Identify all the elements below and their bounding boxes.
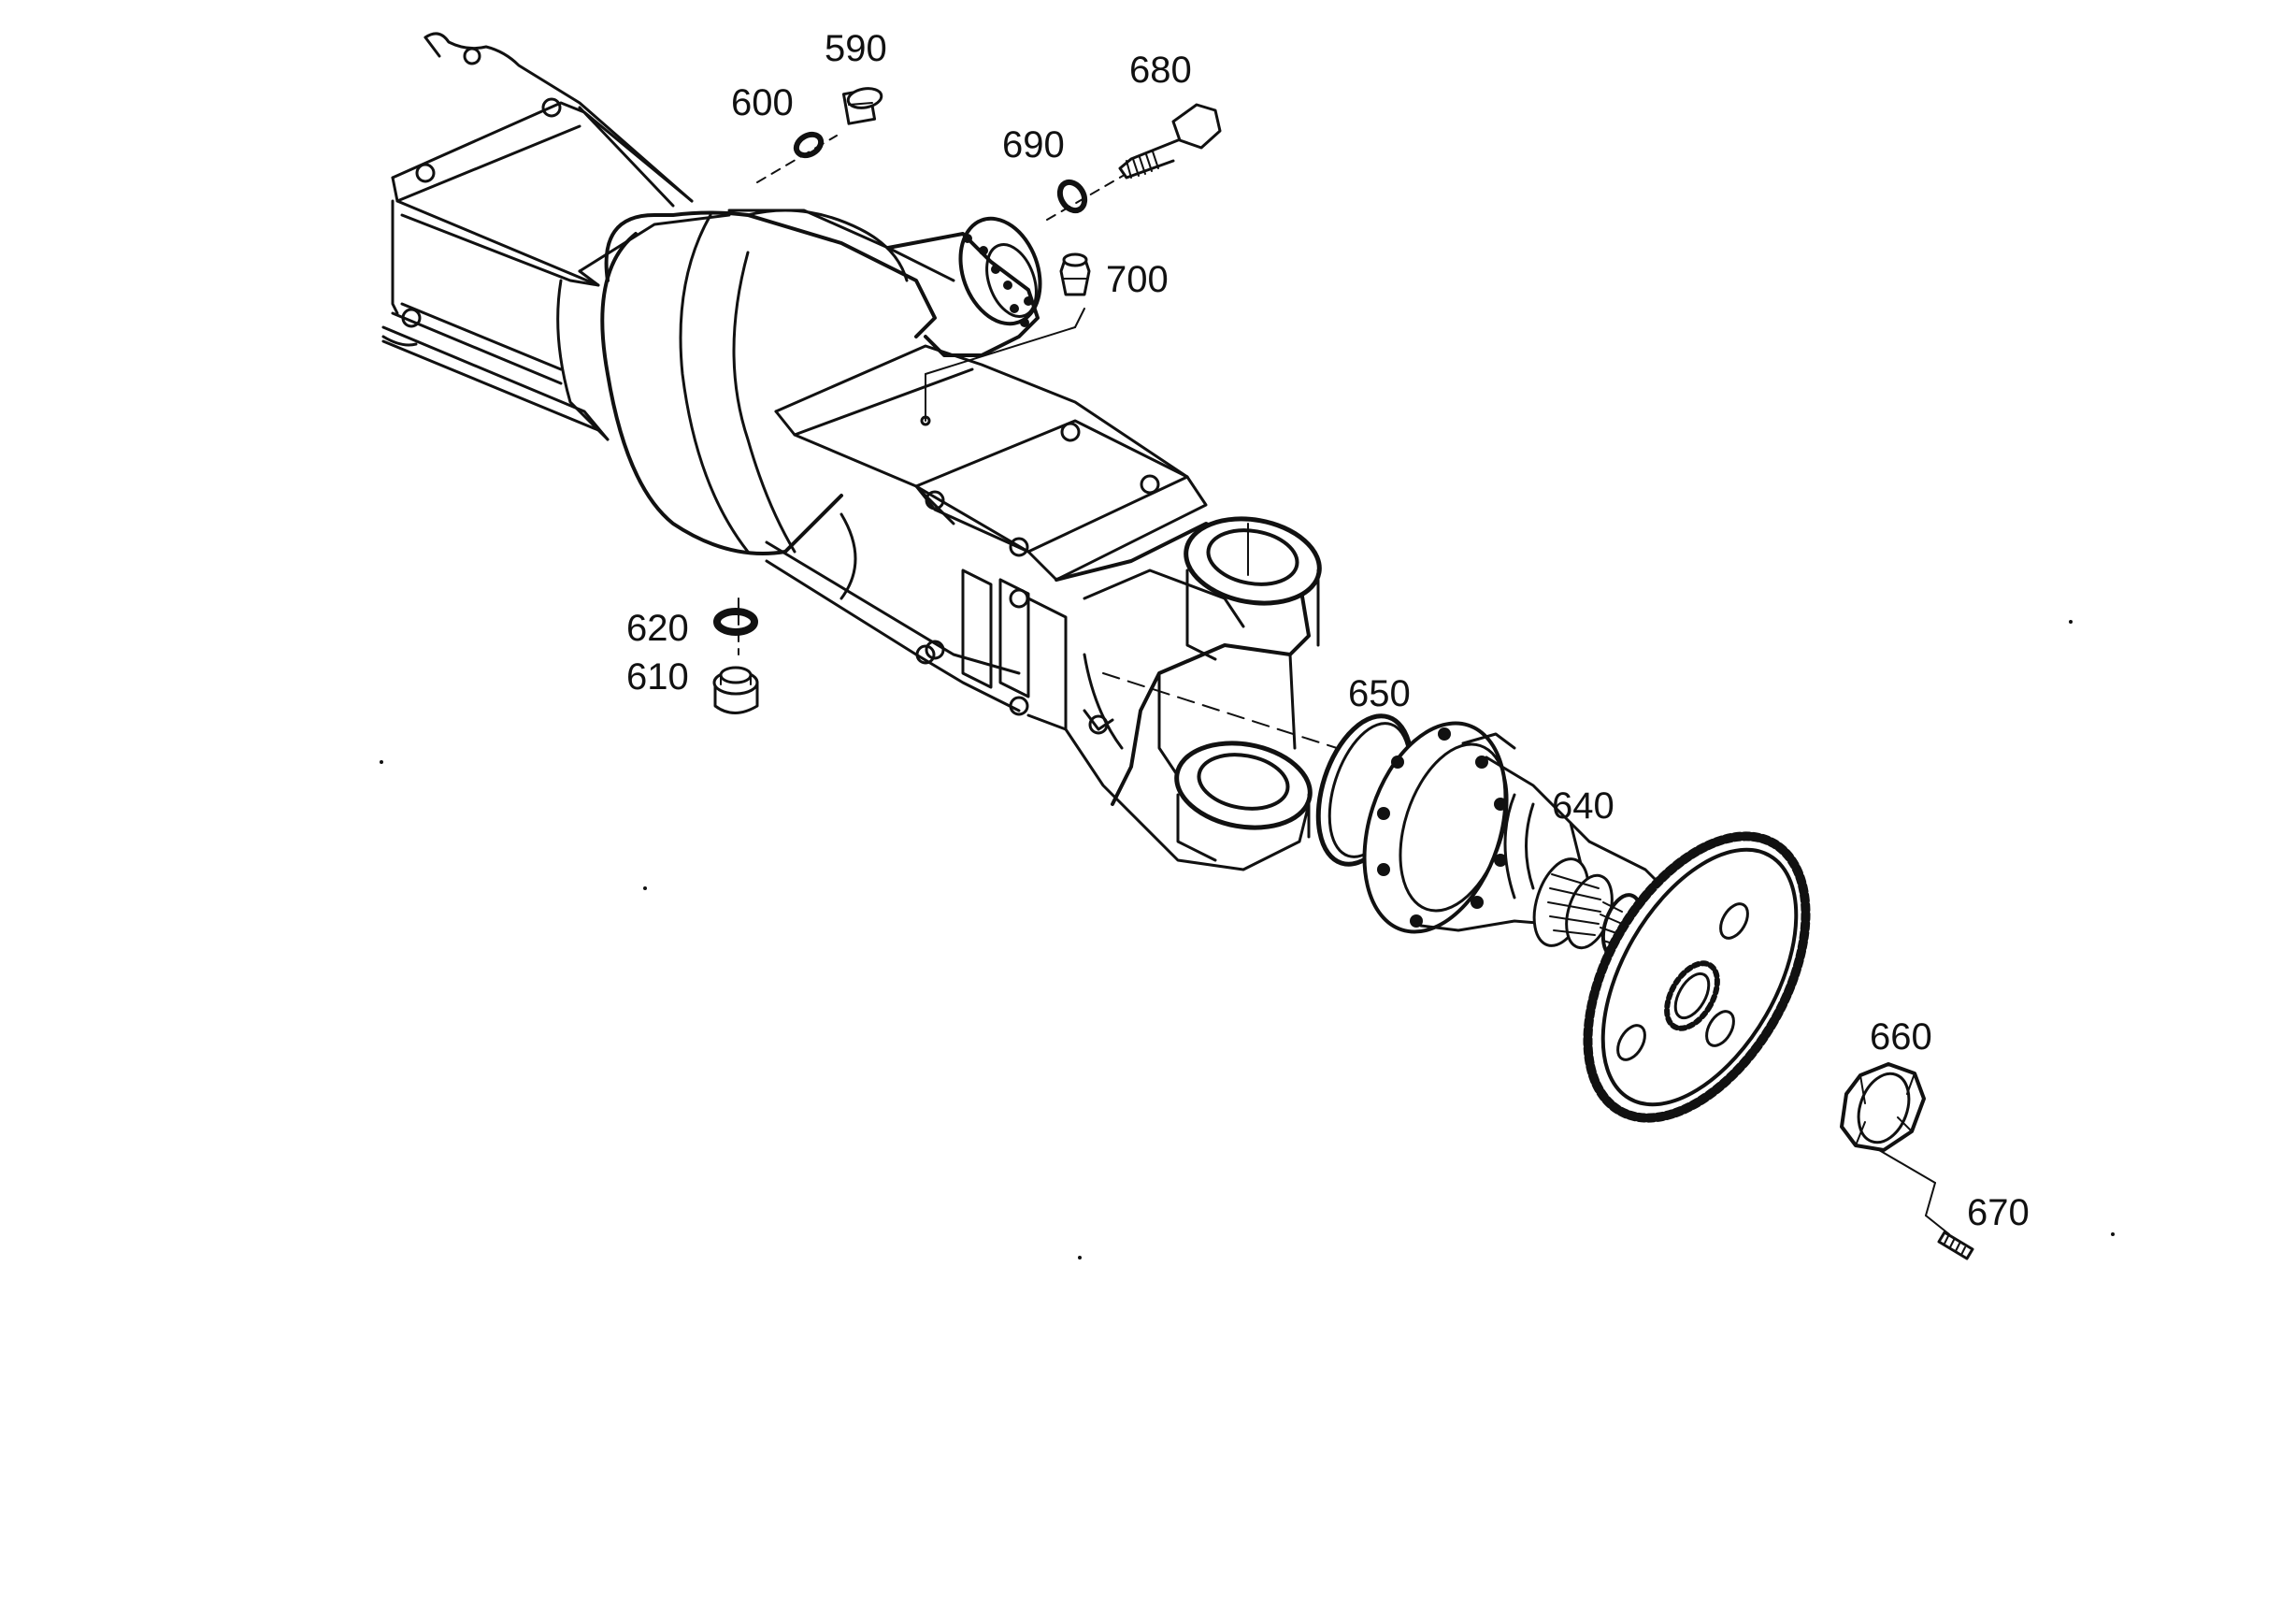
callouts: 590 600 680 690 700 620 610 650 640 660 … (626, 28, 2030, 1233)
scan-marks (380, 620, 2115, 1259)
callout-700: 700 (1106, 259, 1169, 300)
callout-640: 640 (1552, 785, 1614, 827)
callout-670: 670 (1967, 1192, 2030, 1233)
part-690-washer (1056, 179, 1088, 214)
part-610-plug (712, 666, 759, 714)
part-680-bolt (1118, 103, 1222, 180)
part-670-pin (1937, 1231, 1974, 1260)
part-600-washer (793, 131, 825, 159)
part-620-seal-ring (713, 608, 758, 636)
callout-590: 590 (825, 28, 887, 69)
axle-housing (381, 32, 1338, 871)
ring-gear (1583, 831, 1811, 1123)
callout-650: 650 (1348, 673, 1411, 714)
callout-610: 610 (626, 656, 689, 698)
callout-620: 620 (626, 608, 689, 649)
part-590-plug (841, 87, 883, 125)
leader-lines (738, 135, 1950, 1235)
callout-690: 690 (1002, 124, 1065, 166)
part-660-nut (1840, 1062, 1926, 1152)
callout-680: 680 (1129, 50, 1192, 91)
callout-660: 660 (1870, 1016, 1932, 1058)
callout-600: 600 (731, 82, 794, 123)
part-700-grease-nipple (1059, 252, 1091, 296)
